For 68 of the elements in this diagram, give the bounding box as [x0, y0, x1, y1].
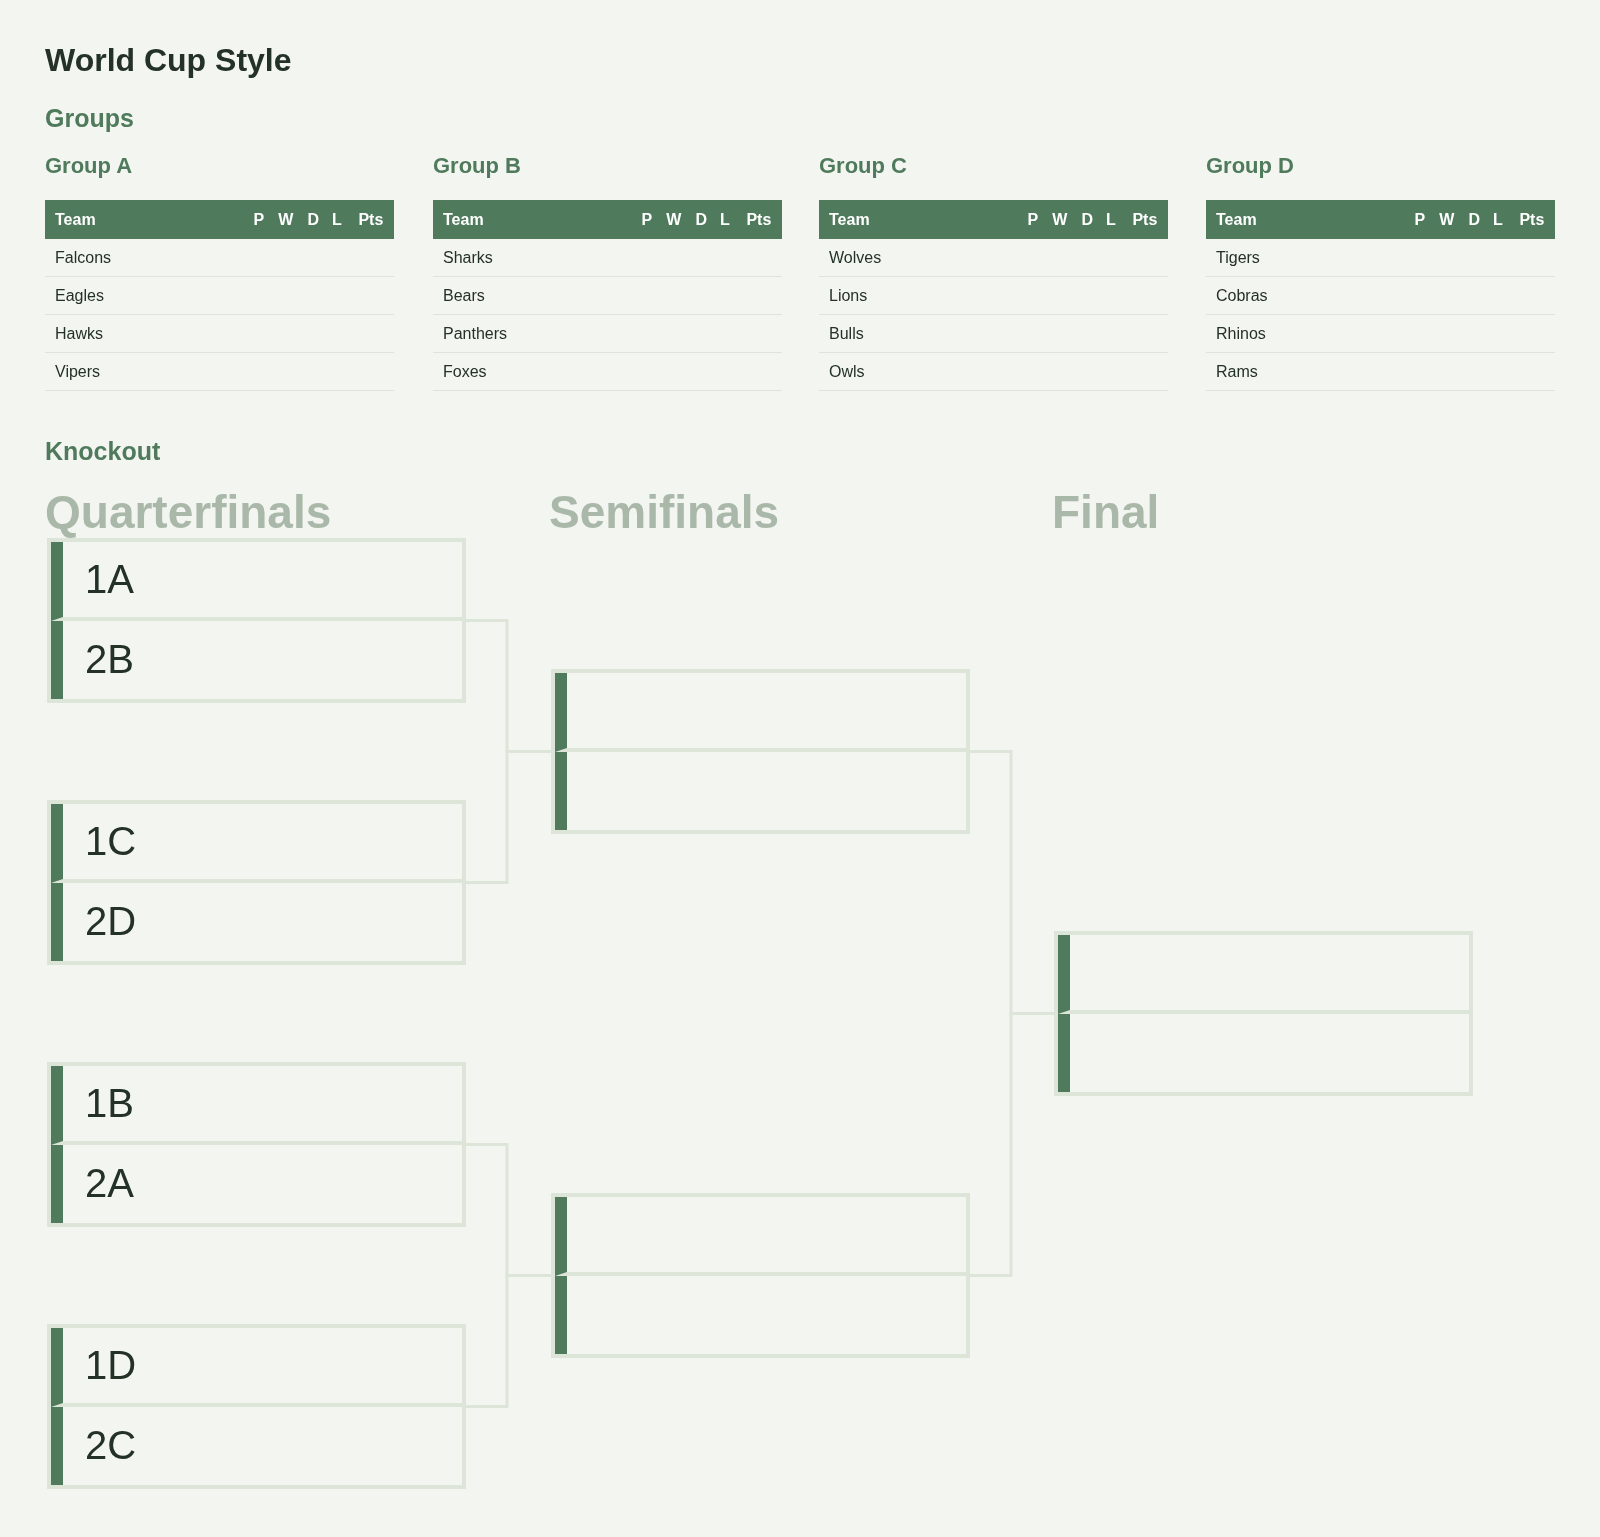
column-header: W: [1431, 200, 1462, 239]
team-slot: [555, 1197, 966, 1276]
table-cell: Vipers: [45, 352, 247, 391]
match-box: [47, 1324, 466, 1489]
column-header: Team: [1206, 200, 1408, 239]
match-box: [551, 1193, 970, 1358]
team-slot: [555, 673, 966, 752]
table-cell: Sharks: [433, 239, 635, 277]
table-cell: Hawks: [45, 314, 247, 353]
match-box: [551, 669, 970, 834]
column-header: P: [1408, 200, 1432, 239]
group-heading: Group B: [433, 153, 521, 179]
team-slot: [1058, 935, 1469, 1014]
table-cell: Rams: [1206, 352, 1408, 391]
table-cell: Bears: [433, 276, 635, 315]
table-cell: Foxes: [433, 352, 635, 391]
match-box: [47, 538, 466, 703]
column-header: Team: [433, 200, 635, 239]
team-slot: 2D: [51, 882, 462, 961]
column-header: P: [247, 200, 271, 239]
section-heading: Knockout: [45, 437, 161, 466]
column-header: L: [1486, 200, 1509, 239]
column-header: W: [270, 200, 301, 239]
team-slot: 1D: [51, 1328, 462, 1407]
group-heading: Group C: [819, 153, 907, 179]
column-header: P: [1021, 200, 1045, 239]
table-cell: Wolves: [819, 239, 1021, 277]
table-cell: Lions: [819, 276, 1021, 315]
column-header: L: [325, 200, 348, 239]
team-slot: 1A: [51, 542, 462, 621]
column-header: Team: [819, 200, 1021, 239]
team-slot: 1B: [51, 1066, 462, 1145]
column-header: Pts: [1121, 200, 1168, 239]
table-cell: Owls: [819, 352, 1021, 391]
round-heading: Semifinals: [549, 485, 780, 539]
column-header: D: [300, 200, 326, 239]
column-header: Pts: [347, 200, 394, 239]
table-cell: Eagles: [45, 276, 247, 315]
column-header: L: [713, 200, 736, 239]
column-header: W: [658, 200, 689, 239]
team-slot: 2C: [51, 1406, 462, 1485]
table-cell: Falcons: [45, 239, 247, 277]
team-slot: 2A: [51, 1144, 462, 1223]
section-heading: Groups: [45, 104, 134, 133]
group-heading: Group A: [45, 153, 133, 179]
column-header: L: [1099, 200, 1122, 239]
table-cell: Panthers: [433, 314, 635, 353]
page-title: World Cup Style: [45, 42, 292, 79]
team-slot: 1C: [51, 804, 462, 883]
team-slot: 2B: [51, 620, 462, 699]
column-header: Pts: [1508, 200, 1555, 239]
round-heading: Quarterfinals: [45, 485, 332, 539]
column-header: W: [1044, 200, 1075, 239]
column-header: P: [635, 200, 659, 239]
table-cell: Tigers: [1206, 239, 1408, 277]
table-cell: Bulls: [819, 314, 1021, 353]
column-header: D: [1074, 200, 1100, 239]
column-header: Team: [45, 200, 247, 239]
match-box: [47, 1062, 466, 1227]
match-box: [47, 800, 466, 965]
group-heading: Group D: [1206, 153, 1294, 179]
column-header: D: [1461, 200, 1487, 239]
match-box: [1054, 931, 1473, 1096]
table-cell: Cobras: [1206, 276, 1408, 315]
column-header: Pts: [735, 200, 782, 239]
round-heading: Final: [1052, 485, 1160, 539]
table-cell: Rhinos: [1206, 314, 1408, 353]
column-header: D: [688, 200, 714, 239]
